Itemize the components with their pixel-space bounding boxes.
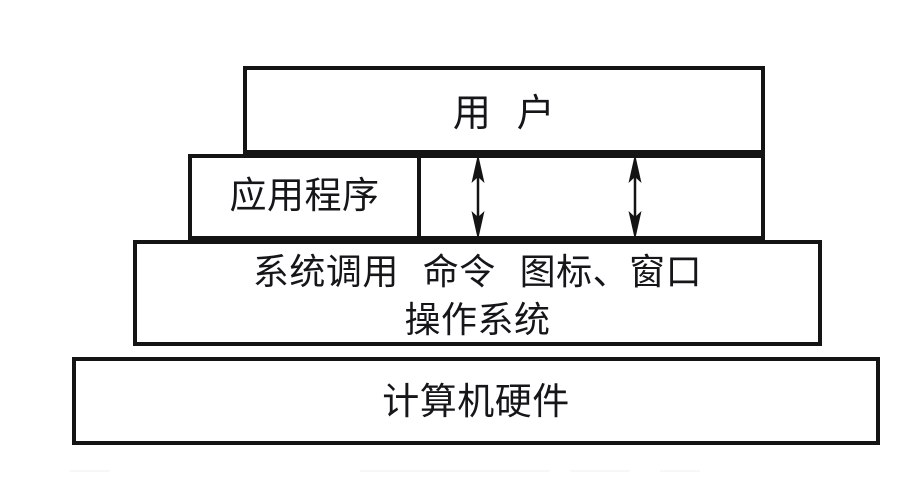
layer-label-hardware: 计算机硬件 [382,380,570,423]
application-cell-divider [417,154,421,240]
layer-box-operating-system [133,240,822,346]
os-interfaces-label: 系统调用 命令 图标、窗口 [252,252,703,293]
os-name-label: 操作系统 [404,300,551,341]
scan-artifact [660,470,700,472]
scan-artifact [570,470,630,472]
layer-label-user: 用 户 [452,91,556,135]
layer-label-application: 应用程序 [229,174,380,217]
layer-box-user [243,66,765,154]
scan-artifact [360,470,550,472]
double-headed-arrow-icon-right [628,154,642,240]
scan-artifact [70,470,110,472]
double-headed-arrow-icon-left [471,154,485,240]
layer-box-hardware [72,357,880,445]
